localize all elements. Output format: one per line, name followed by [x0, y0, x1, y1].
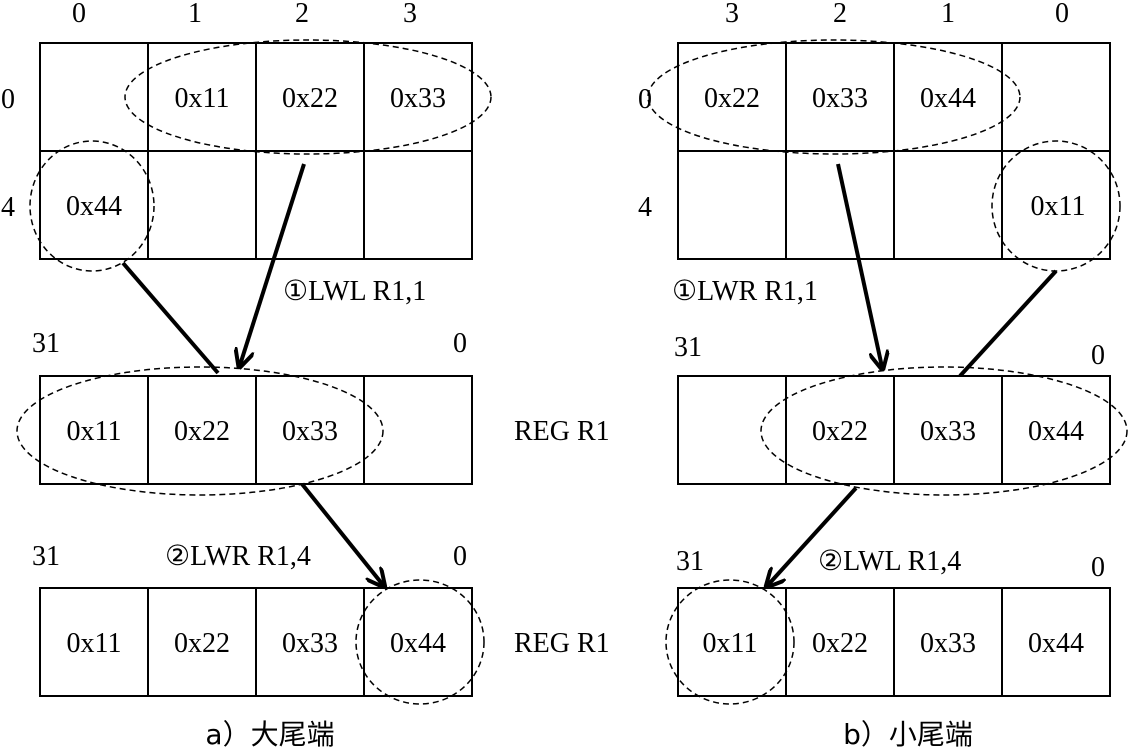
le-reg2-lsb: 0 [1091, 552, 1105, 583]
le-reg1-cell: 0x44 [1028, 416, 1084, 447]
le-row-label: 0 [638, 84, 652, 115]
be-col-label: 1 [188, 0, 202, 29]
be-reg1-msb: 31 [32, 328, 60, 359]
le-reg2-cell: 0x11 [703, 628, 758, 659]
be-register-1 [39, 375, 473, 485]
le-mem-cell: 0x44 [920, 83, 976, 114]
be-reg1-cell: 0x22 [174, 416, 230, 447]
be-mem-cell: 0x22 [282, 83, 338, 114]
le-memory-grid [677, 42, 1111, 260]
be-reg2-cell: 0x22 [174, 628, 230, 659]
be-mem-cell: 0x11 [175, 83, 230, 114]
le-reg2-cell: 0x33 [920, 628, 976, 659]
be-reg2-cell: 0x44 [390, 628, 446, 659]
be-group-ellipse [355, 579, 485, 705]
le-mem-cell: 0x22 [704, 83, 760, 114]
le-col-label: 2 [833, 0, 847, 29]
be-mem-cell: 0x44 [66, 191, 122, 222]
le-mem-cell: 0x11 [1031, 191, 1086, 222]
be-step1-label: ①LWL R1,1 [283, 276, 426, 307]
be-group-ellipse [29, 140, 155, 272]
be-reg1-label: REG R1 [514, 416, 610, 447]
le-row-label: 4 [638, 192, 652, 223]
le-group-ellipse [665, 579, 795, 705]
be-reg1-lsb: 0 [453, 328, 467, 359]
be-step2-arrow [300, 482, 383, 585]
le-reg1-msb: 31 [674, 332, 702, 363]
big-endian-panel: 0 1 2 3 0 4 0x11 0x22 0x33 0x44 ①LWL R1,… [1, 0, 610, 750]
be-col-label: 0 [72, 0, 86, 29]
be-merge-line [121, 261, 220, 375]
be-mem-cell: 0x33 [390, 83, 446, 114]
be-reg2-lsb: 0 [453, 541, 467, 572]
be-step2-label: ②LWR R1,4 [165, 541, 311, 572]
le-reg1-cell: 0x33 [920, 416, 976, 447]
be-reg2-label: REG R1 [514, 628, 610, 659]
be-group-ellipse [16, 366, 384, 496]
le-group-ellipse [760, 366, 1128, 496]
le-reg2-cell: 0x22 [812, 628, 868, 659]
be-group-ellipse [124, 39, 492, 155]
be-row-label: 0 [1, 84, 15, 115]
le-reg2-msb: 31 [676, 546, 704, 577]
le-col-label: 1 [941, 0, 955, 29]
le-step2-arrow [768, 486, 858, 585]
le-group-ellipse [647, 39, 1021, 155]
be-step1-arrow [240, 163, 306, 365]
be-register-2 [39, 587, 473, 697]
le-merge-line [958, 269, 1058, 378]
be-reg2-cell: 0x33 [282, 628, 338, 659]
le-reg1-lsb: 0 [1091, 340, 1105, 371]
le-register-1 [677, 375, 1111, 485]
be-reg2-cell: 0x11 [67, 628, 122, 659]
le-register-2 [677, 587, 1111, 697]
le-reg2-cell: 0x44 [1028, 628, 1084, 659]
le-step1-label: ①LWR R1,1 [672, 276, 818, 307]
be-caption: a）大尾端 [205, 718, 334, 750]
le-col-label: 3 [725, 0, 739, 29]
be-reg2-msb: 31 [32, 541, 60, 572]
little-endian-panel: 3 2 1 0 0 4 0x22 0x33 0x44 0x11 ①LWR R1,… [638, 0, 1128, 750]
be-reg1-cell: 0x11 [67, 416, 122, 447]
le-step1-arrow [836, 163, 882, 367]
le-caption: b）小尾端 [843, 718, 973, 750]
le-reg1-cell: 0x22 [812, 416, 868, 447]
be-col-label: 2 [295, 0, 309, 29]
le-col-label: 0 [1055, 0, 1069, 29]
le-mem-cell: 0x33 [812, 83, 868, 114]
le-step2-label: ②LWL R1,4 [818, 546, 961, 577]
be-row-label: 4 [1, 192, 15, 223]
be-col-label: 3 [403, 0, 417, 29]
be-reg1-cell: 0x33 [282, 416, 338, 447]
